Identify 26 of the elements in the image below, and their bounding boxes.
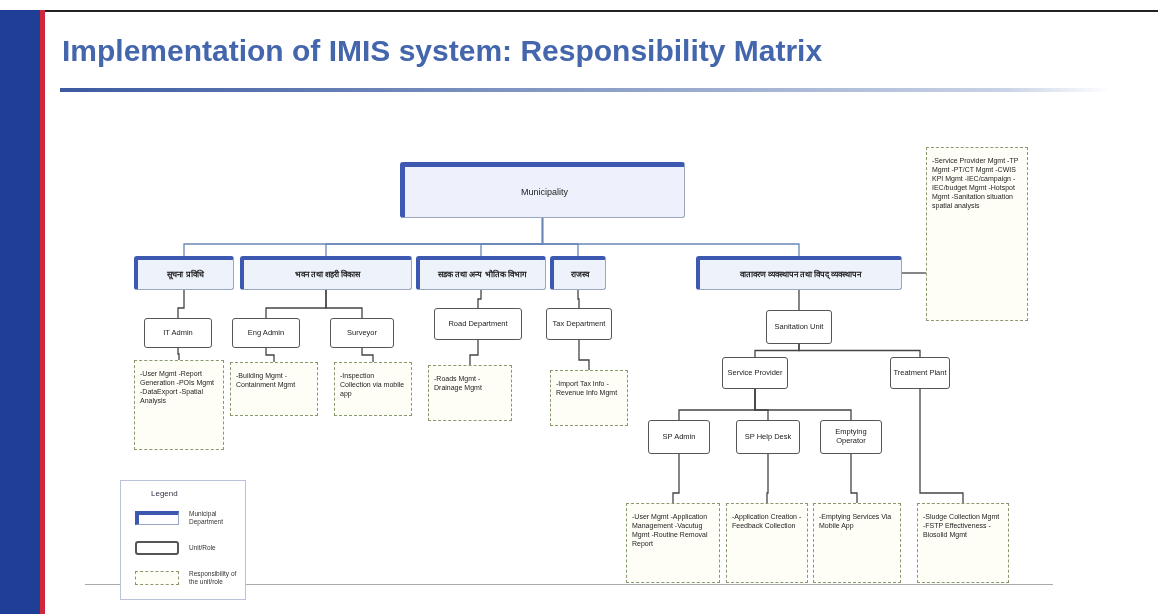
slide-title: Implementation of IMIS system: Responsibility Matrix bbox=[62, 34, 823, 68]
department-box: वातावरण व्यवस्थापन तथा विपद् व्यवस्थापन bbox=[696, 256, 902, 290]
legend-title: Legend bbox=[151, 489, 178, 498]
connector-line bbox=[577, 289, 580, 309]
connector-line bbox=[672, 453, 680, 504]
department-box: सडक तथा अन्य भौतिक विभाग bbox=[416, 256, 546, 290]
connector-line bbox=[265, 347, 275, 363]
connector-line bbox=[541, 217, 800, 257]
connector-line bbox=[177, 347, 180, 361]
connector-line bbox=[325, 289, 363, 319]
connector-line bbox=[361, 347, 374, 363]
connector-line bbox=[798, 343, 921, 358]
connector-line bbox=[477, 289, 482, 309]
connector-line bbox=[754, 388, 852, 421]
connector-line bbox=[919, 388, 964, 504]
department-box: राजस्व bbox=[550, 256, 606, 290]
connector-line bbox=[766, 453, 769, 504]
connector-line bbox=[578, 339, 590, 371]
connector-line bbox=[901, 272, 927, 274]
connector-line bbox=[177, 289, 185, 319]
organisation-box: Municipality bbox=[400, 162, 685, 218]
department-box: भवन तथा शहरी विकास bbox=[240, 256, 412, 290]
department-box: सूचना प्रविधि bbox=[134, 256, 234, 290]
connector-line bbox=[469, 339, 479, 366]
connector-line bbox=[798, 289, 800, 311]
connector-line bbox=[850, 453, 858, 504]
